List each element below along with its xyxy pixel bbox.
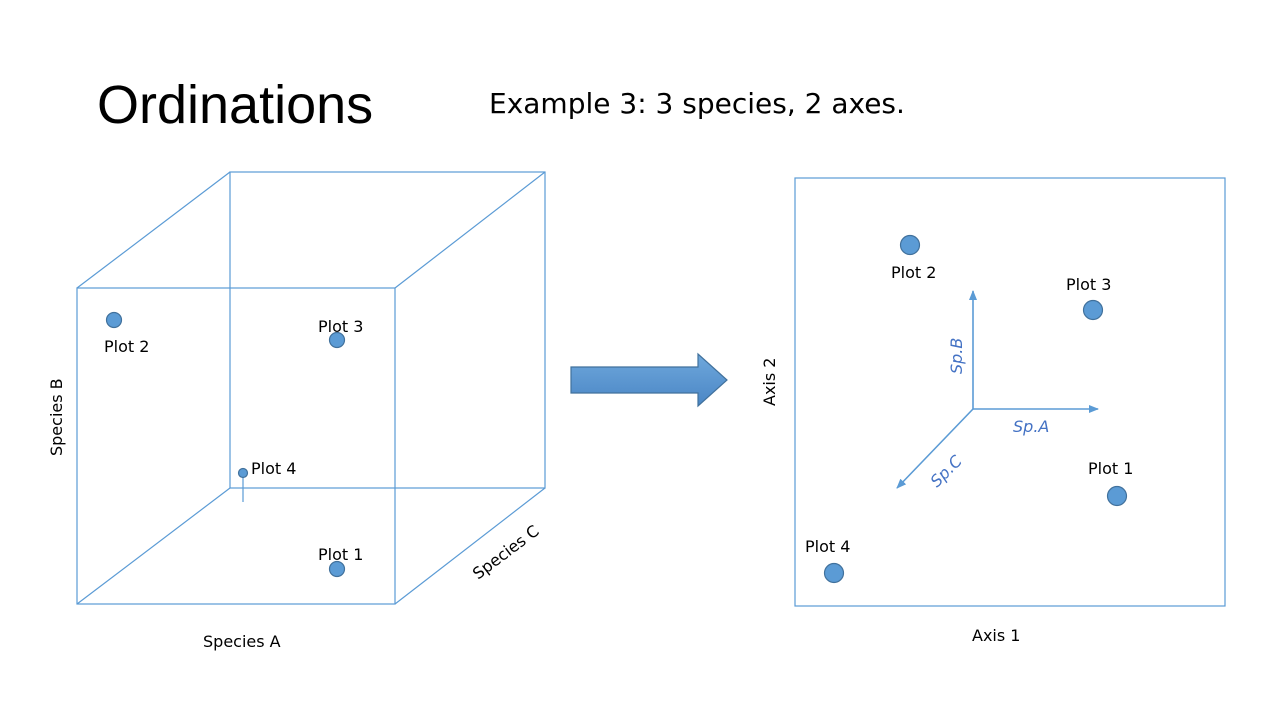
ord-x-axis-label: Axis 1 xyxy=(972,626,1020,645)
sp-c-vector xyxy=(896,408,974,489)
right-arrow-icon xyxy=(570,352,728,408)
species-cube: Plot 1 Plot 2 Plot 3 Plot 4 Species A Sp… xyxy=(47,171,546,651)
ord-y-axis-label: Axis 2 xyxy=(760,358,779,406)
ord-plot-2-label: Plot 2 xyxy=(891,263,936,282)
slide-subtitle: Example 3: 3 species, 2 axes. xyxy=(489,87,905,120)
slide-title: Ordinations xyxy=(97,75,374,135)
sp-a-label: Sp.A xyxy=(1013,417,1049,436)
cube-plot-1-label: Plot 1 xyxy=(318,545,363,564)
ord-plot-1-label: Plot 1 xyxy=(1088,459,1133,478)
cube-plot-2-label: Plot 2 xyxy=(104,337,149,356)
ord-plot-1-point xyxy=(1106,485,1128,507)
cube-x-axis-label: Species A xyxy=(203,632,281,651)
ordination-frame xyxy=(794,177,1226,607)
ord-plot-3-label: Plot 3 xyxy=(1066,275,1111,294)
cube-edge-top-right xyxy=(394,171,546,289)
cube-plot-3-point xyxy=(328,331,346,349)
sp-b-label: Sp.B xyxy=(947,338,966,374)
cube-edge-top-left xyxy=(76,171,231,289)
ord-plot-4-label: Plot 4 xyxy=(805,537,850,556)
cube-y-axis-label: Species B xyxy=(47,378,66,456)
ord-plot-4-point xyxy=(823,562,845,584)
cube-plot-3-label: Plot 3 xyxy=(318,317,363,336)
cube-back-face xyxy=(229,171,546,489)
sp-c-label: Sp.C xyxy=(926,451,966,491)
cube-plot-1-point xyxy=(328,560,346,578)
cube-edge-bottom-left xyxy=(76,487,231,605)
cube-plot-4-label: Plot 4 xyxy=(251,459,296,478)
cube-plot-2-point xyxy=(105,311,123,329)
cube-z-axis-label: Species C xyxy=(469,521,543,583)
cube-plot-4-point xyxy=(237,467,249,479)
ord-plot-2-point xyxy=(899,234,921,256)
cube-edge-bottom-right xyxy=(394,487,546,605)
ordination-plot: Sp.A Sp.B Sp.C Plot 1 Plot 2 Plot 3 Plot… xyxy=(760,177,1226,645)
ord-plot-3-point xyxy=(1082,299,1104,321)
cube-front-face xyxy=(76,287,396,605)
